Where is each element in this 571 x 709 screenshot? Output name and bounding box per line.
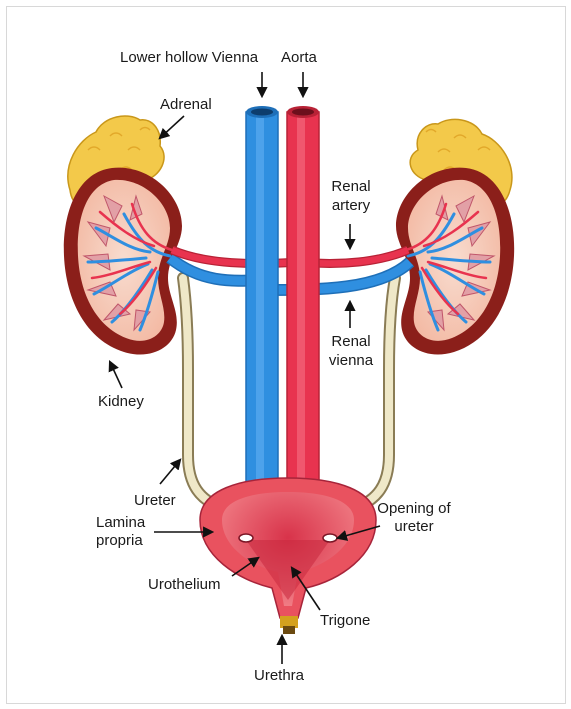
label-renal-artery-line1: Renal [331,178,371,195]
label-lamina-propria-line2: propria [96,532,143,549]
label-adrenal: Adrenal [160,96,212,113]
label-trigone: Trigone [320,612,371,629]
label-opening-of-ureter-line2: ureter [394,518,434,535]
pointer-arrows [108,72,381,664]
label-opening-of-ureter-line1: Opening of [377,500,451,517]
label-renal-artery-line2: artery [331,197,371,214]
right-ureter [349,272,401,514]
label-urothelium: Urothelium [148,576,221,593]
label-lamina-propria-line1: Lamina [96,514,146,531]
label-renal-vienna-line2: vienna [328,352,374,369]
bladder [199,477,377,634]
label-urethra: Urethra [254,667,305,684]
label-ureter: Ureter [134,492,176,509]
right-kidney [396,167,515,355]
label-renal-vienna-line1: Renal [331,333,371,350]
left-kidney [63,167,182,355]
label-kidney: Kidney [98,393,144,410]
aorta [286,106,320,491]
vena-cava [245,106,279,491]
label-lower-hollow-vienna: Lower hollow Vienna [120,49,259,66]
left-ureter [177,272,228,514]
label-aorta: Aorta [281,49,317,66]
